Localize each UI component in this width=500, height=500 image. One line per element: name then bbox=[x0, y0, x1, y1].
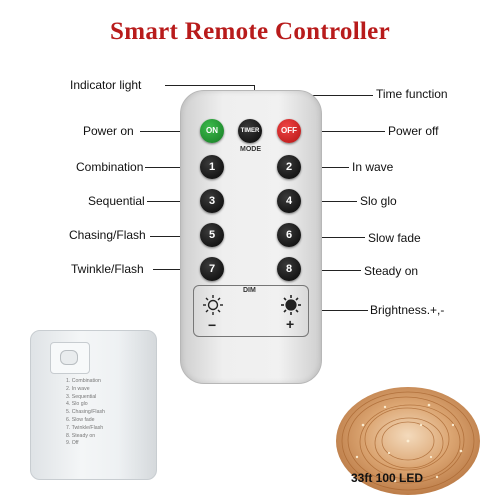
list-item: 2. In wave bbox=[66, 385, 90, 392]
label-steady-on: Steady on bbox=[364, 264, 419, 278]
leader-line bbox=[300, 237, 365, 238]
page-title: Smart Remote Controller bbox=[110, 18, 390, 45]
dim-label: DIM bbox=[243, 287, 256, 294]
battery-switch bbox=[60, 350, 78, 365]
list-item: 5. Chasing/Flash bbox=[66, 409, 105, 416]
product-spec-label: 33ft 100 LED bbox=[351, 471, 424, 485]
battery-mode-list: 1. Combination 2. In wave 3. Sequential … bbox=[66, 378, 105, 448]
copper-wire-coil-image bbox=[336, 387, 480, 495]
list-item: 3. Sequential bbox=[66, 393, 97, 400]
label-twinkle-flash: Twinkle/Flash bbox=[71, 262, 144, 276]
label-combination: Combination bbox=[76, 160, 144, 174]
leader-line bbox=[300, 201, 357, 202]
list-item: 1. Combination bbox=[66, 378, 101, 384]
mode-button-1[interactable]: 1 bbox=[200, 155, 224, 179]
mode-button-8[interactable]: 8 bbox=[277, 257, 301, 281]
dim-up-sun-icon[interactable] bbox=[280, 294, 302, 316]
label-sequential: Sequential bbox=[88, 194, 145, 208]
leader-line bbox=[147, 201, 201, 202]
leader-line bbox=[153, 269, 201, 270]
label-chasing-flash: Chasing/Flash bbox=[69, 228, 146, 242]
label-time-function: Time function bbox=[376, 87, 448, 101]
dim-panel bbox=[193, 285, 309, 337]
dim-minus-label: − bbox=[208, 317, 217, 333]
list-item: 4. Slo glo bbox=[66, 401, 88, 408]
leader-line bbox=[140, 131, 200, 132]
power-on-button[interactable]: ON bbox=[200, 119, 224, 143]
list-item: 6. Slow fade bbox=[66, 416, 95, 423]
mode-button-4[interactable]: 4 bbox=[277, 189, 301, 213]
label-slow-fade: Slow fade bbox=[368, 231, 421, 245]
power-off-button[interactable]: OFF bbox=[277, 119, 301, 143]
mode-label: MODE bbox=[240, 146, 261, 153]
list-item: 7. Twinkle/Flash bbox=[66, 424, 104, 431]
battery-box bbox=[30, 330, 157, 480]
mode-button-7[interactable]: 7 bbox=[200, 257, 224, 281]
leader-line bbox=[300, 167, 349, 168]
timer-button[interactable]: TIMER bbox=[238, 119, 262, 143]
leader-line bbox=[300, 270, 361, 271]
leader-line bbox=[308, 310, 368, 311]
label-power-on: Power on bbox=[83, 124, 134, 138]
list-item: 9. Off bbox=[66, 440, 79, 447]
label-slo-glo: Slo glo bbox=[360, 194, 397, 208]
label-brightness: Brightness.+,- bbox=[370, 303, 445, 317]
leader-line bbox=[150, 236, 201, 237]
label-indicator-light: Indicator light bbox=[70, 78, 142, 92]
mode-button-3[interactable]: 3 bbox=[200, 189, 224, 213]
mode-button-2[interactable]: 2 bbox=[277, 155, 301, 179]
mode-button-6[interactable]: 6 bbox=[277, 223, 301, 247]
label-power-off: Power off bbox=[388, 124, 439, 138]
label-in-wave: In wave bbox=[352, 160, 394, 174]
leader-line bbox=[165, 85, 255, 86]
dim-down-sun-icon[interactable] bbox=[202, 294, 224, 316]
dim-plus-label: + bbox=[286, 316, 295, 332]
list-item: 8. Steady on bbox=[66, 432, 96, 439]
leader-line bbox=[300, 131, 385, 132]
leader-line bbox=[145, 167, 201, 168]
mode-button-5[interactable]: 5 bbox=[200, 223, 224, 247]
